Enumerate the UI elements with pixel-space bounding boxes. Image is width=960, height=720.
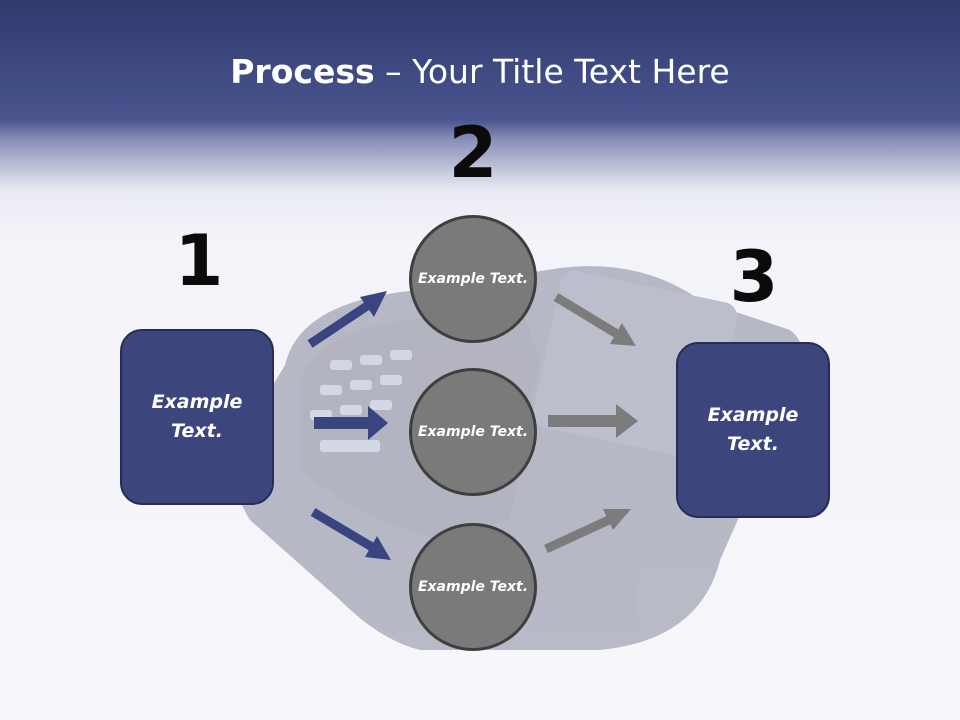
step2-circle-top: Example Text.	[409, 215, 537, 343]
step-number-3: 3	[729, 236, 779, 318]
circle-middle-text: Example Text.	[417, 423, 529, 440]
title-rest: – Your Title Text Here	[374, 52, 730, 91]
step3-box: Example Text.	[676, 342, 830, 518]
arrow-gray-up	[544, 509, 631, 554]
arrow-blue-down	[310, 508, 391, 560]
step-number-2: 2	[448, 112, 498, 194]
arrow-gray-down	[553, 293, 636, 346]
step1-box: Example Text.	[120, 329, 274, 505]
circle-bottom-text: Example Text.	[417, 578, 529, 595]
slide-title: Process – Your Title Text Here	[0, 52, 960, 91]
step-number-1: 1	[174, 220, 224, 302]
step3-text: Example Text.	[707, 404, 799, 455]
arrow-blue-up	[307, 291, 387, 348]
arrow-gray-right	[548, 404, 638, 438]
title-bold: Process	[230, 52, 375, 91]
step2-circle-middle: Example Text.	[409, 368, 537, 496]
arrow-blue-right	[314, 406, 388, 440]
step2-circle-bottom: Example Text.	[409, 523, 537, 651]
circle-top-text: Example Text.	[417, 270, 529, 287]
step1-text: Example Text.	[151, 391, 243, 442]
